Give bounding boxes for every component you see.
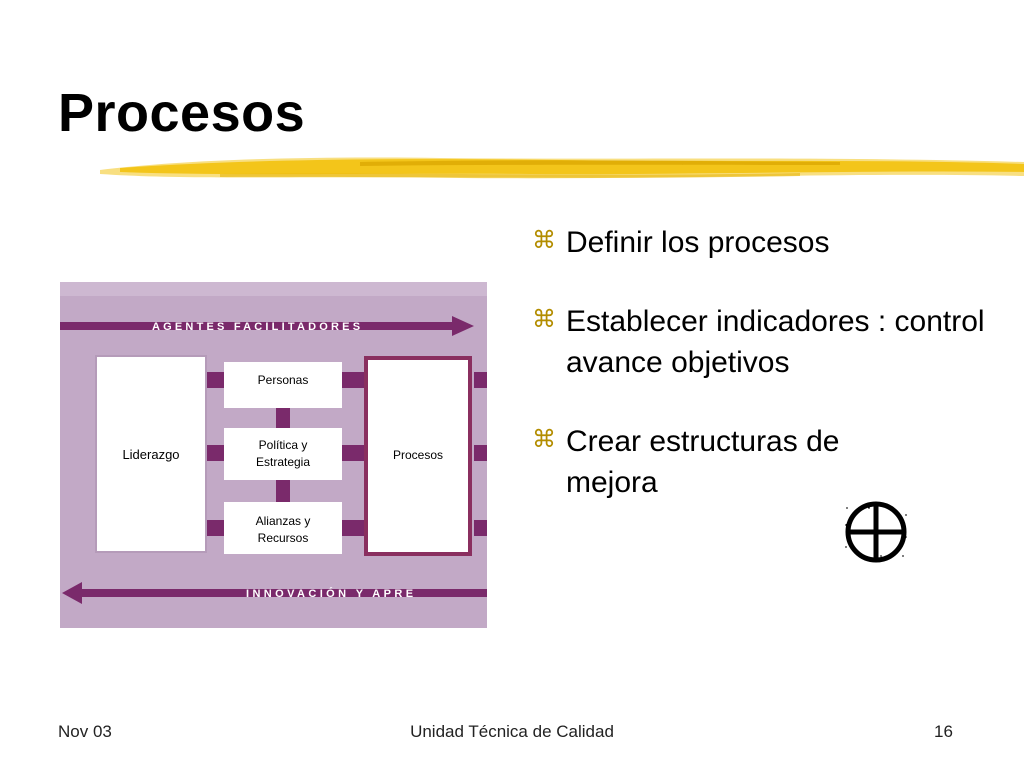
slide-number: 16 — [934, 722, 953, 741]
top-arrow — [60, 316, 474, 336]
alliances-label-1: Alianzas y — [256, 514, 311, 528]
leadership-label: Liderazgo — [122, 447, 179, 462]
bullet-text: Definir los procesos — [566, 226, 830, 259]
list-item: ⌘ Crear estructuras de mejora — [532, 421, 992, 503]
bottom-arrow-label: INNOVACIÓN Y APRE — [246, 587, 416, 600]
yellow-brush-stroke — [100, 157, 1024, 179]
command-bullet-icon: ⌘ — [532, 425, 556, 453]
list-item: ⌘ Establecer indicadores : control avanc… — [532, 301, 992, 383]
box-alliances — [224, 502, 342, 554]
policy-label-2: Estrategia — [256, 455, 310, 469]
bullet-list: ⌘ Definir los procesos ⌘ Establecer indi… — [532, 222, 992, 541]
policy-label-1: Política y — [259, 438, 308, 452]
alliances-label-2: Recursos — [258, 531, 309, 545]
box-policy — [224, 428, 342, 480]
processes-label: Procesos — [393, 448, 443, 462]
list-item: ⌘ Definir los procesos — [532, 222, 992, 263]
bullet-text: Crear estructuras de mejora — [566, 425, 840, 499]
efqm-model-diagram: AGENTES FACILITADORES Liderazgo Personas… — [60, 282, 487, 628]
command-bullet-icon: ⌘ — [532, 226, 556, 254]
top-arrow-label: AGENTES FACILITADORES — [152, 321, 363, 333]
people-label: Personas — [258, 373, 309, 387]
bottom-arrow — [62, 582, 487, 604]
bullet-text: Establecer indicadores : control avance … — [566, 305, 985, 379]
slide-title: Procesos — [58, 83, 306, 143]
footer-date: Nov 03 — [58, 722, 112, 741]
crossed-circle-icon — [845, 501, 907, 563]
box-people — [224, 362, 342, 408]
command-bullet-icon: ⌘ — [532, 305, 556, 333]
box-processes — [364, 356, 472, 556]
box-leadership — [95, 355, 207, 553]
footer-organization: Unidad Técnica de Calidad — [410, 722, 614, 741]
